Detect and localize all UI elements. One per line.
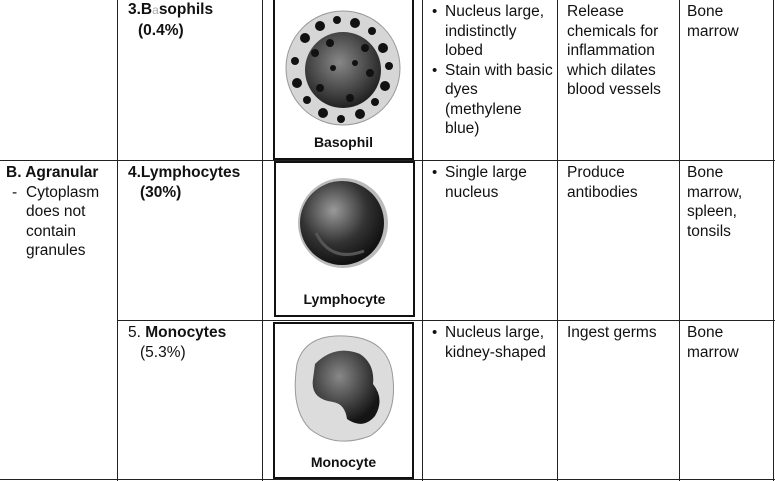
basophil-image: Basophil — [273, 0, 414, 160]
feature-item: Nucleus large, kidney-shaped — [430, 323, 554, 362]
column-divider — [422, 0, 423, 481]
column-divider — [679, 0, 680, 481]
features-list: Nucleus large, indistinctly lobed Stain … — [430, 2, 554, 139]
cell-type-label: 3.Basophils — [128, 1, 214, 18]
function-cell: Ingest germs — [567, 324, 657, 341]
feature-item: Stain with basic dyes (methylene blue) — [430, 61, 554, 139]
section-heading: B. Agranular — [6, 164, 99, 181]
cell-type-percent: (5.3%) — [140, 343, 186, 361]
section-note: Cytoplasm does not contain granules — [6, 183, 116, 261]
row-divider — [0, 160, 775, 161]
features-cell: Nucleus large, kidney-shaped — [430, 323, 554, 362]
cell-type-name: 3.Basophils (0.4%) — [128, 0, 260, 40]
function-cell: Release chemicals for inflammation which… — [567, 3, 661, 98]
column-divider — [773, 0, 774, 481]
column-divider — [557, 0, 558, 481]
origin-cell: Bone marrow — [687, 324, 739, 361]
cell-type-label: 4.Lymphocytes — [128, 164, 241, 181]
section-b-cell: B. Agranular Cytoplasm does not contain … — [6, 163, 116, 261]
features-cell: Nucleus large, indistinctly lobed Stain … — [430, 2, 554, 139]
origin-cell: Bone marrow — [687, 3, 739, 40]
lymphocyte-image: Lymphocyte — [274, 161, 415, 317]
lymphocyte-cell-icon — [298, 178, 388, 268]
smudged-glyph: a — [152, 3, 159, 17]
feature-item: Nucleus large, indistinctly lobed — [430, 2, 554, 61]
monocyte-cell-icon — [294, 335, 395, 442]
cell-type-name: 5. Monocytes (5.3%) — [128, 323, 260, 362]
section-notes: Cytoplasm does not contain granules — [6, 183, 116, 261]
cell-type-percent: (30%) — [140, 183, 182, 201]
image-caption: Monocyte — [310, 454, 377, 470]
origin-cell: Bone marrow, spleen, tonsils — [687, 164, 743, 240]
row-divider — [0, 479, 775, 480]
column-divider — [117, 0, 118, 481]
features-list: Single large nucleus — [430, 163, 554, 202]
image-caption: Basophil — [313, 134, 374, 150]
cell-type-percent: (0.4%) — [138, 21, 184, 39]
features-list: Nucleus large, kidney-shaped — [430, 323, 554, 362]
features-cell: Single large nucleus — [430, 163, 554, 202]
column-divider — [262, 0, 263, 481]
cell-type-label: 5. Monocytes — [128, 324, 227, 341]
image-caption: Lymphocyte — [303, 291, 386, 307]
cell-type-name: 4.Lymphocytes (30%) — [128, 163, 260, 202]
feature-item: Single large nucleus — [430, 163, 554, 202]
basophil-cell-icon — [285, 10, 401, 126]
row-divider — [117, 320, 775, 321]
function-cell: Produce antibodies — [567, 164, 638, 201]
monocyte-image: Monocyte — [273, 322, 414, 479]
